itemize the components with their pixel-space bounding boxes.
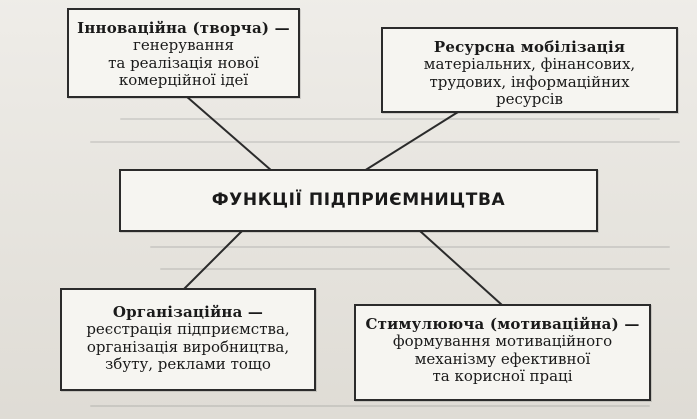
background-line (120, 118, 660, 120)
function-box-innovation: Інноваційна (творча) — генерування та ре… (67, 8, 300, 98)
connector-organization (183, 230, 243, 290)
function-box-stimulating: Стимулююча (мотиваційна) — формування мо… (354, 304, 651, 401)
function-desc-line: ресурсів (496, 89, 563, 108)
background-line (150, 246, 670, 248)
function-desc-line: комерційної ідеї (118, 70, 249, 89)
function-desc-line: реєстрація підприємства, (86, 320, 290, 339)
function-title: Стимулююча (мотиваційна) — (365, 315, 640, 333)
function-box-organization: Організаційна — реєстрація підприємства,… (60, 288, 316, 391)
central-label: ФУНКЦІЇ ПІДПРИЄМНИЦТВА (211, 189, 506, 210)
connector-stimulating (419, 230, 503, 306)
function-title: Організаційна — (112, 303, 264, 321)
function-desc-line: формування мотиваційного (392, 332, 613, 351)
background-line (90, 141, 680, 143)
connector-resource (363, 111, 459, 172)
function-desc-line: матеріальних, фінансових, (423, 55, 636, 74)
connector-innovation (185, 95, 273, 172)
background-line (160, 268, 670, 270)
function-desc-line: та реалізація нової (108, 53, 259, 72)
function-desc-line: збуту, реклами тощо (105, 354, 271, 373)
central-function-box: ФУНКЦІЇ ПІДПРИЄМНИЦТВА (119, 169, 598, 232)
function-title: Інноваційна (творча) — (77, 19, 290, 37)
function-desc-line: генерування (133, 36, 234, 55)
background-line (90, 405, 650, 407)
function-desc-line: організація виробництва, (86, 337, 290, 356)
function-box-resource: Ресурсна мобілізація матеріальних, фінан… (381, 27, 678, 113)
function-desc-line: трудових, інформаційних (429, 72, 630, 91)
function-desc-line: та корисної праці (432, 366, 573, 385)
function-title: Ресурсна мобілізація (433, 38, 626, 56)
function-desc-line: механізму ефективної (414, 349, 591, 368)
